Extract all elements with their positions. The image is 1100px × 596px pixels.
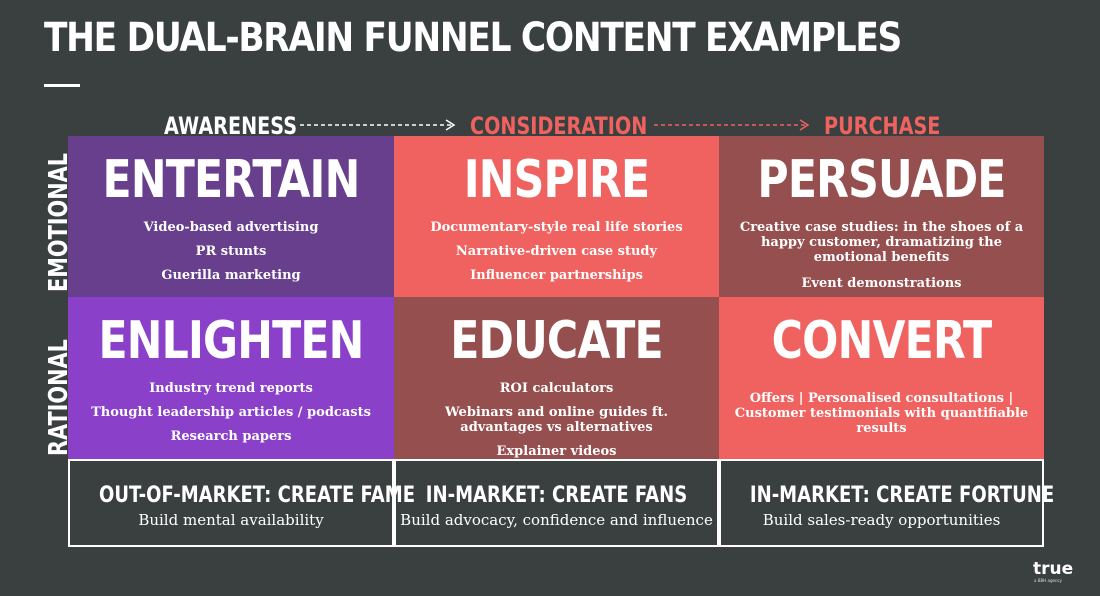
cell-heading: ENLIGHTEN [98, 311, 364, 371]
cell-item: Industry trend reports [149, 381, 313, 396]
cell-convert: CONVERT Offers | Personalised consultati… [719, 297, 1044, 459]
brand-tagline: a BBH agency [1034, 578, 1063, 583]
cell-heading: ENTERTAIN [102, 150, 361, 210]
footer-subtitle: Build mental availability [138, 511, 324, 529]
cell-items: Creative case studies: in the shoes of a… [719, 220, 1044, 291]
cell-educate: EDUCATE ROI calculators Webinars and onl… [394, 297, 719, 459]
cell-item: PR stunts [195, 244, 267, 259]
cell-item: Research papers [170, 429, 292, 444]
footer-heading: IN-MARKET: CREATE FORTUNE [749, 483, 1055, 508]
footer-box-fame: OUT-OF-MARKET: CREATE FAME Build mental … [68, 459, 416, 547]
footer-subtitle: Build advocacy, confidence and influence [400, 511, 713, 529]
page-title: THE DUAL-BRAIN FUNNEL CONTENT EXAMPLES [44, 15, 902, 61]
cell-enlighten: ENLIGHTEN Industry trend reports Thought… [68, 297, 394, 459]
stage-consideration: CONSIDERATION [470, 112, 648, 140]
cell-entertain: ENTERTAIN Video-based advertising PR stu… [68, 136, 394, 297]
cell-heading: EDUCATE [450, 311, 663, 371]
cell-item: Guerilla marketing [161, 268, 301, 283]
cell-item: Offers | Personalised consultations | Cu… [734, 391, 1029, 436]
cell-item: Creative case studies: in the shoes of a… [739, 220, 1024, 265]
stage-purchase: PURCHASE [824, 112, 941, 140]
arrow-consideration-to-purchase [654, 119, 810, 131]
footer-heading: IN-MARKET: CREATE FANS [425, 483, 688, 508]
cell-item: Event demonstrations [801, 276, 962, 291]
cell-items: Offers | Personalised consultations | Cu… [719, 391, 1044, 436]
cell-item: Video-based advertising [143, 220, 319, 235]
cell-items: ROI calculators Webinars and online guid… [394, 381, 719, 459]
cell-items: Video-based advertising PR stunts Gueril… [68, 220, 394, 283]
cell-persuade: PERSUADE Creative case studies: in the s… [719, 136, 1044, 297]
cell-heading: INSPIRE [463, 150, 650, 210]
cell-item: Influencer partnerships [470, 268, 643, 283]
arrow-awareness-to-consideration [300, 119, 456, 131]
cell-item: ROI calculators [499, 381, 614, 396]
cell-heading: CONVERT [771, 311, 992, 371]
footer-box-fans: IN-MARKET: CREATE FANS Build advocacy, c… [394, 459, 719, 547]
footer-heading: OUT-OF-MARKET: CREATE FAME [98, 483, 416, 508]
cell-items: Documentary-style real life stories Narr… [394, 220, 719, 283]
footer-subtitle: Build sales-ready opportunities [762, 511, 1001, 529]
footer-box-fortune: IN-MARKET: CREATE FORTUNE Build sales-re… [719, 459, 1055, 547]
cell-heading: PERSUADE [757, 150, 1006, 210]
cell-item: Documentary-style real life stories [430, 220, 683, 235]
title-underline [44, 84, 80, 87]
cell-item: Thought leadership articles / podcasts [91, 405, 371, 420]
cell-item: Narrative-driven case study [455, 244, 658, 259]
cell-item: Webinars and online guides ft. advantage… [445, 405, 668, 435]
stage-awareness: AWARENESS [164, 112, 298, 140]
cell-inspire: INSPIRE Documentary-style real life stor… [394, 136, 719, 297]
cell-items: Industry trend reports Thought leadershi… [68, 381, 394, 444]
cell-item: Explainer videos [496, 444, 617, 459]
brand-logo: true [1033, 559, 1074, 579]
